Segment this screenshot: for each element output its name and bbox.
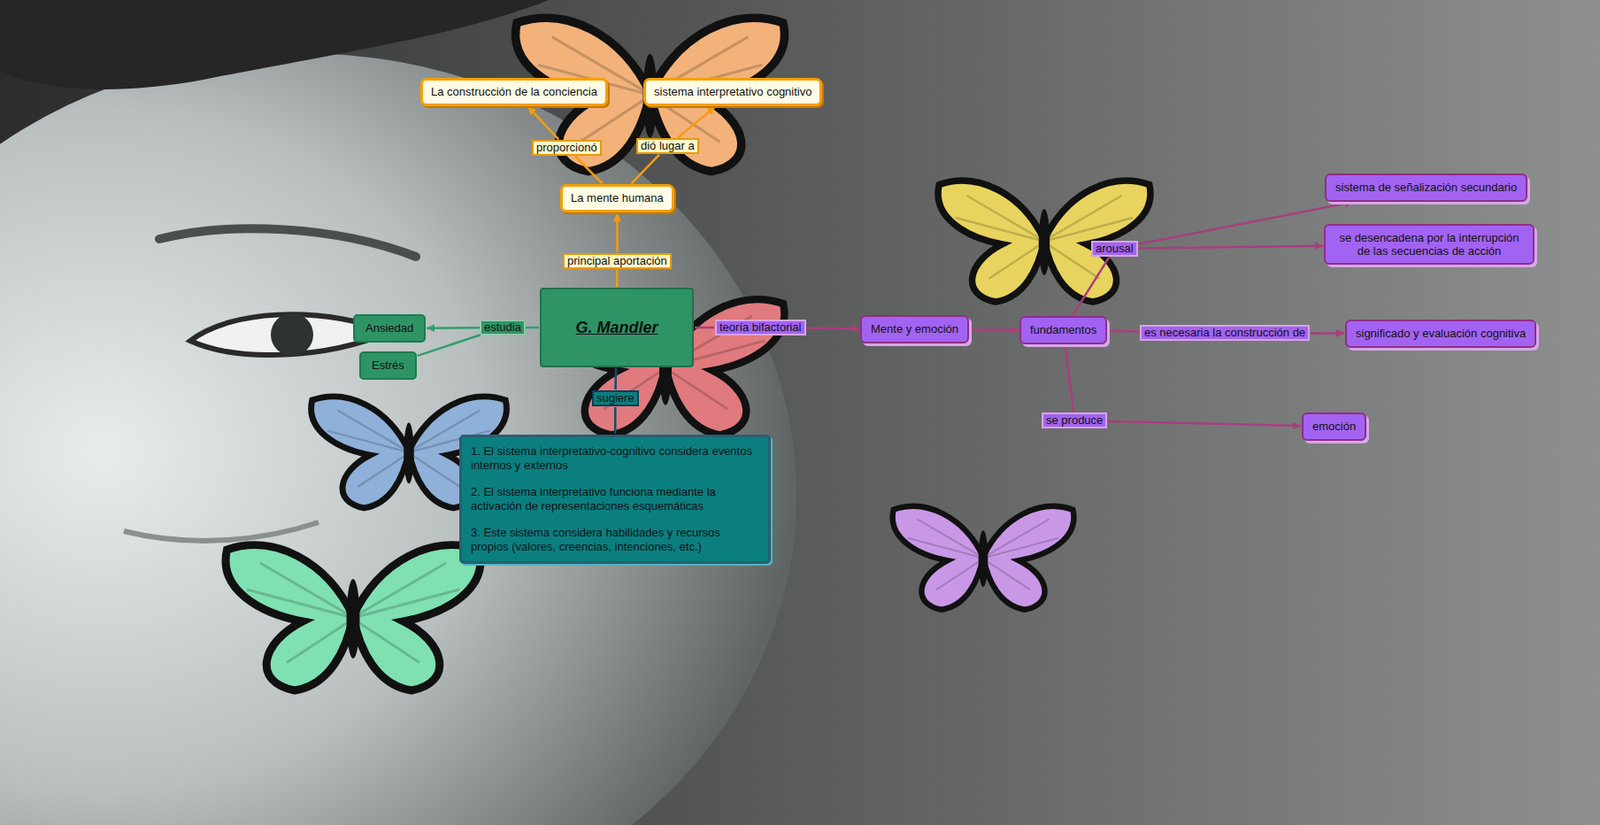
concept-box: Ansiedad <box>353 314 426 343</box>
butterfly-yellow <box>938 180 1151 302</box>
connector <box>1065 345 1074 412</box>
connector <box>1107 421 1301 426</box>
linking-phrase: estudia <box>480 320 525 335</box>
node-text: estudia <box>484 321 522 334</box>
butterfly-green <box>225 545 481 691</box>
node-text: 2. El sistema interpretativo funciona me… <box>470 484 760 514</box>
node-text: significado y evaluación cognitiva <box>1355 326 1526 341</box>
connector <box>528 107 560 140</box>
connector <box>426 326 480 330</box>
concept-box: La mente humana <box>560 184 675 213</box>
node-text: fundamentos <box>1030 323 1097 338</box>
node-text: arousal <box>1095 242 1134 255</box>
connector <box>1072 257 1109 316</box>
linking-phrase: sugiere <box>592 390 639 407</box>
linking-phrase: teoría bifactorial <box>715 319 807 336</box>
connector <box>677 107 716 139</box>
connector <box>969 328 1019 331</box>
concept-box: La construcción de la conciencia <box>420 77 608 107</box>
node-text: Ansiedad <box>365 321 414 336</box>
node-text: 1. El sistema interpretativo-cognitivo c… <box>470 444 760 473</box>
connector <box>1310 331 1345 335</box>
linking-phrase: arousal <box>1091 240 1139 257</box>
connector <box>1138 246 1324 249</box>
node-text: sistema de señalización secundario <box>1335 180 1517 195</box>
concept-box: sistema de señalización secundario <box>1324 173 1528 202</box>
node-text: La mente humana <box>570 191 664 206</box>
connector <box>417 334 481 356</box>
connector <box>631 154 661 185</box>
linking-phrase: proporcionó <box>531 139 602 156</box>
connector <box>614 368 617 390</box>
connector <box>575 156 603 185</box>
linking-phrase: dió lugar a <box>636 138 700 154</box>
node-text: es necesaria la construcción de <box>1144 326 1306 339</box>
eyebrow <box>159 228 416 257</box>
node-text: se desencadena por la interrupción de la… <box>1334 230 1524 258</box>
concept-box: se desencadena por la interrupción de la… <box>1323 223 1535 265</box>
connector <box>614 407 617 434</box>
face <box>0 53 797 825</box>
node-text: emoción <box>1312 419 1356 434</box>
concept-box: fundamentos <box>1019 315 1108 345</box>
iris <box>270 313 314 356</box>
node-text: 3. Este sistema considera habilidades y … <box>470 525 760 554</box>
node-text: proporcionó <box>536 141 598 154</box>
node-text: dió lugar a <box>640 139 695 153</box>
node-text: teoría bifactorial <box>719 321 802 334</box>
node-text: G. Mandler <box>575 320 658 335</box>
node-text: principal aportación <box>567 254 668 268</box>
connector <box>615 213 619 253</box>
linking-phrase: se produce <box>1041 412 1108 429</box>
linking-phrase: principal aportación <box>562 253 672 270</box>
node-text: sugiere <box>596 392 635 405</box>
node-text: sistema interpretativo cognitivo <box>653 84 812 100</box>
concept-box: 1. El sistema interpretativo-cognitivo c… <box>459 434 771 564</box>
connector <box>694 326 715 330</box>
hair <box>0 0 549 90</box>
concept-box: significado y evaluación cognitiva <box>1345 319 1537 348</box>
concept-box: Mente y emoción <box>860 315 970 344</box>
node-text: Estrés <box>371 358 405 373</box>
connector <box>1107 330 1139 333</box>
node-text: Mente y emoción <box>870 322 959 337</box>
connector <box>807 326 861 330</box>
concept-box: emoción <box>1301 412 1367 441</box>
connector <box>615 269 619 287</box>
cheek-line <box>123 522 319 541</box>
connector <box>1138 201 1354 245</box>
concept-box: G. Mandler <box>539 287 694 368</box>
concept-box: sistema interpretativo cognitivo <box>643 77 823 107</box>
node-text: La construcción de la conciencia <box>430 84 598 100</box>
linking-phrase: es necesaria la construcción de <box>1139 324 1310 341</box>
node-text: se produce <box>1046 414 1103 427</box>
concept-box: Estrés <box>359 351 417 380</box>
connector <box>525 326 539 330</box>
butterfly-purple <box>892 506 1075 610</box>
